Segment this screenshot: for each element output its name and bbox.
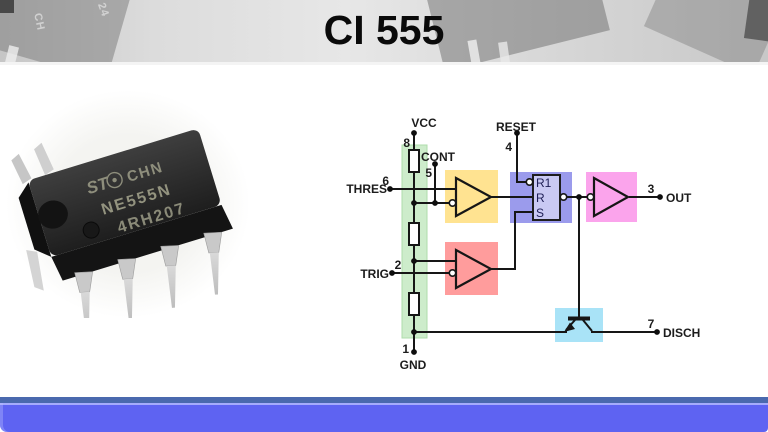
pin-number-out: 3 [648,182,655,196]
flipflop-inner-box [532,174,561,221]
pin-number-gnd: 1 [402,342,409,356]
flipflop-label-s: S [536,206,544,220]
divider-resistor-middle [408,222,420,246]
discharge-transistor-symbol [564,316,593,332]
chip-rear-pin [34,142,54,176]
chip-pin1-dimple [82,221,100,239]
chip-top-face [29,130,220,256]
wire-comp2-to-s [491,211,533,270]
flipflop-label-r: R [536,191,545,205]
chip-left-pin [26,249,44,291]
pin-number-thres: 6 [382,174,389,188]
emitter-arrow [564,322,575,332]
pin-label-thres: THRES [346,182,387,196]
chip-photo-svg: ST CHN NE555N 4RH207 [11,130,233,335]
pin-label-gnd: GND [400,358,427,372]
pin-label-out: OUT [666,191,692,205]
chip-notch [38,200,68,229]
comp2-inverting-bubble [448,268,457,277]
flipflop-label-r1: R1 [536,176,552,190]
pin-label-reset: RESET [496,120,537,134]
threshold-comparator-triangle [454,176,494,218]
pin-label-vcc: VCC [411,116,437,130]
chip-body-group: ST CHN NE555N 4RH207 [11,130,233,335]
pin-number-trig: 2 [395,258,402,272]
chip-rear-pin [11,153,32,185]
chip-end-face [18,182,52,257]
trigger-comparator-triangle [454,248,494,290]
wire-reset [516,133,526,183]
header-banner: 24 CH CI 555 [0,0,768,65]
pin-number-disch: 7 [648,317,655,331]
banner-corner-square [0,0,14,13]
divider-resistor-top [408,149,420,173]
pin-label-trig: TRIG [360,267,389,281]
block-diagram-555: R1 R S [323,106,723,378]
pin-label-disch: DISCH [663,326,700,340]
pin-number-vcc: 8 [403,136,410,150]
ne555-chip-photo: ST CHN NE555N 4RH207 [6,90,250,335]
pin-number-reset: 4 [505,140,512,154]
chip-front-pins [74,231,223,335]
chip-front-face [51,204,233,281]
chip-logo-circle-mark [106,171,123,189]
footer-accent-line [0,397,768,403]
divider-resistor-bottom [408,292,420,316]
flipflop-output-bubble [559,193,568,202]
buffer-input-bubble [586,193,595,202]
chip-logo-circle-dot [112,177,117,183]
slide-title: CI 555 [323,7,445,53]
footer-bar [0,403,768,432]
diagram-dots [387,130,663,355]
comp1-inverting-bubble [448,199,457,208]
pin-number-cont: 5 [425,166,432,180]
pin-label-cont: CONT [421,150,456,164]
block-diagram-svg: R1 R S [346,116,700,372]
reset-input-bubble [525,178,534,187]
